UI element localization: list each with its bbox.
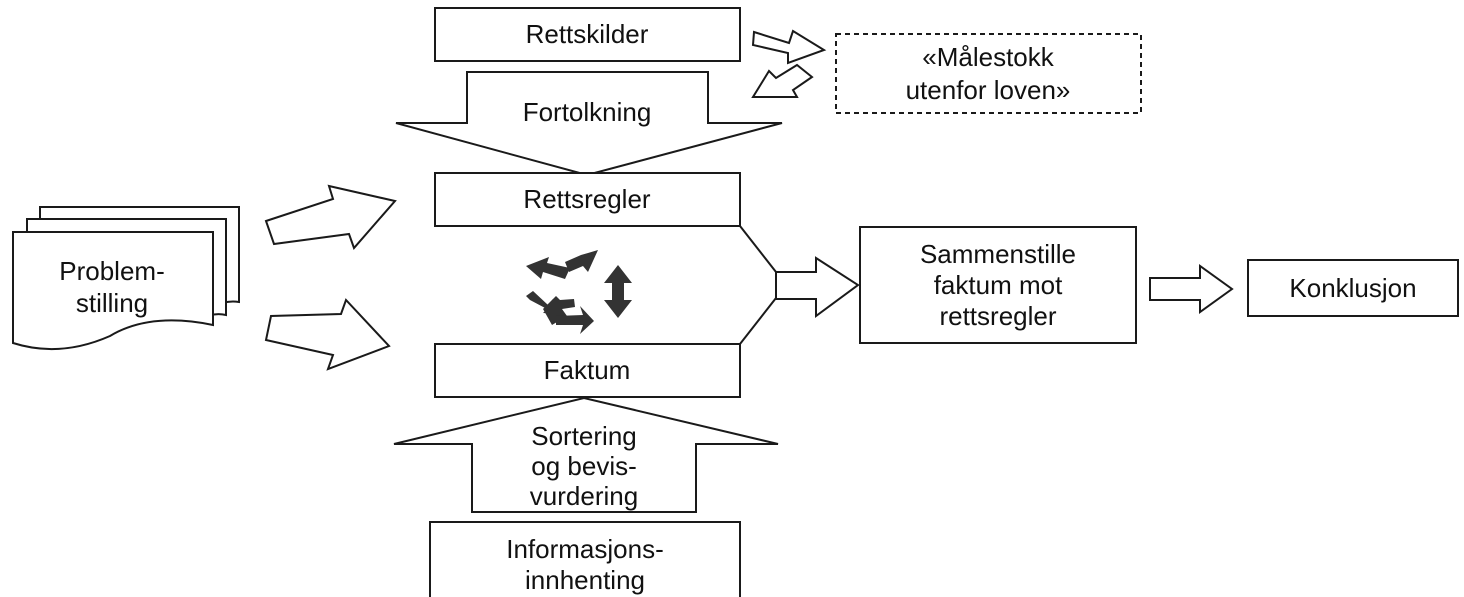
informasjon-box	[429, 521, 741, 597]
informasjon-line-1: Informasjons-	[506, 534, 664, 564]
cycle-arrow-upper-left	[526, 257, 570, 279]
rettsregler-label: Rettsregler	[523, 184, 650, 214]
sammenstille-line-1: Sammenstille	[920, 239, 1076, 269]
arrow-to-konklusjon	[1149, 264, 1234, 314]
document-page-front	[12, 231, 214, 351]
arrow-to-malestokk	[751, 29, 827, 65]
faktum-label: Faktum	[544, 355, 631, 385]
sammenstille-node: Sammenstille faktum mot rettsregler	[859, 226, 1137, 344]
problemstilling-line-2: stilling	[76, 288, 148, 318]
konklusjon-node: Konklusjon	[1247, 259, 1459, 317]
sammenstille-line-2: faktum mot	[934, 270, 1063, 300]
sortering-arrow: Sortering og bevis- vurdering	[393, 396, 779, 513]
faktum-node: Faktum	[434, 343, 741, 398]
cycle-arrow-upper-right	[565, 250, 598, 272]
informasjon-node: Informasjons- innhenting	[429, 521, 741, 597]
fortolkning-arrow: Fortolkning	[395, 71, 783, 177]
rettskilder-box	[434, 7, 741, 62]
konklusjon-label: Konklusjon	[1289, 273, 1416, 303]
rettsregler-node: Rettsregler	[434, 172, 741, 227]
informasjon-line-2: innhenting	[525, 565, 645, 595]
sortering-line-2: og bevis-	[531, 451, 637, 481]
konklusjon-box	[1247, 259, 1459, 317]
connector-lower	[739, 297, 777, 345]
sortering-line-3: vurdering	[530, 481, 638, 511]
cycle-arrow-bottom	[556, 306, 594, 334]
cycle-arrows-icon	[526, 250, 632, 334]
double-headed-vertical-arrow	[604, 265, 632, 318]
arrow-to-rettsregler	[264, 184, 397, 250]
sammenstille-line-3: rettsregler	[939, 301, 1056, 331]
rettskilder-label: Rettskilder	[526, 19, 649, 49]
malestokk-node: «Målestokk utenfor loven»	[835, 33, 1142, 114]
malestokk-line-2: utenfor loven»	[906, 75, 1071, 105]
problemstilling-line-1: Problem-	[59, 256, 164, 286]
cycle-arrow-lower-right	[543, 296, 575, 325]
arrow-to-faktum	[264, 298, 391, 371]
fortolkning-arrow-shape	[395, 71, 783, 177]
rettskilder-node: Rettskilder	[434, 7, 741, 62]
rettsregler-box	[434, 172, 741, 227]
faktum-box	[434, 343, 741, 398]
connector-upper	[739, 225, 777, 273]
arrow-to-sammenstille	[775, 256, 860, 318]
arrow-from-malestokk	[751, 63, 814, 98]
problemstilling-node: Problem- stilling	[12, 206, 240, 351]
malestokk-line-1: «Målestokk	[922, 42, 1054, 72]
fortolkning-label: Fortolkning	[523, 97, 652, 127]
sortering-arrow-shape	[393, 396, 779, 513]
sammenstille-box	[859, 226, 1137, 344]
malestokk-box	[835, 33, 1142, 114]
sortering-line-1: Sortering	[531, 421, 637, 451]
